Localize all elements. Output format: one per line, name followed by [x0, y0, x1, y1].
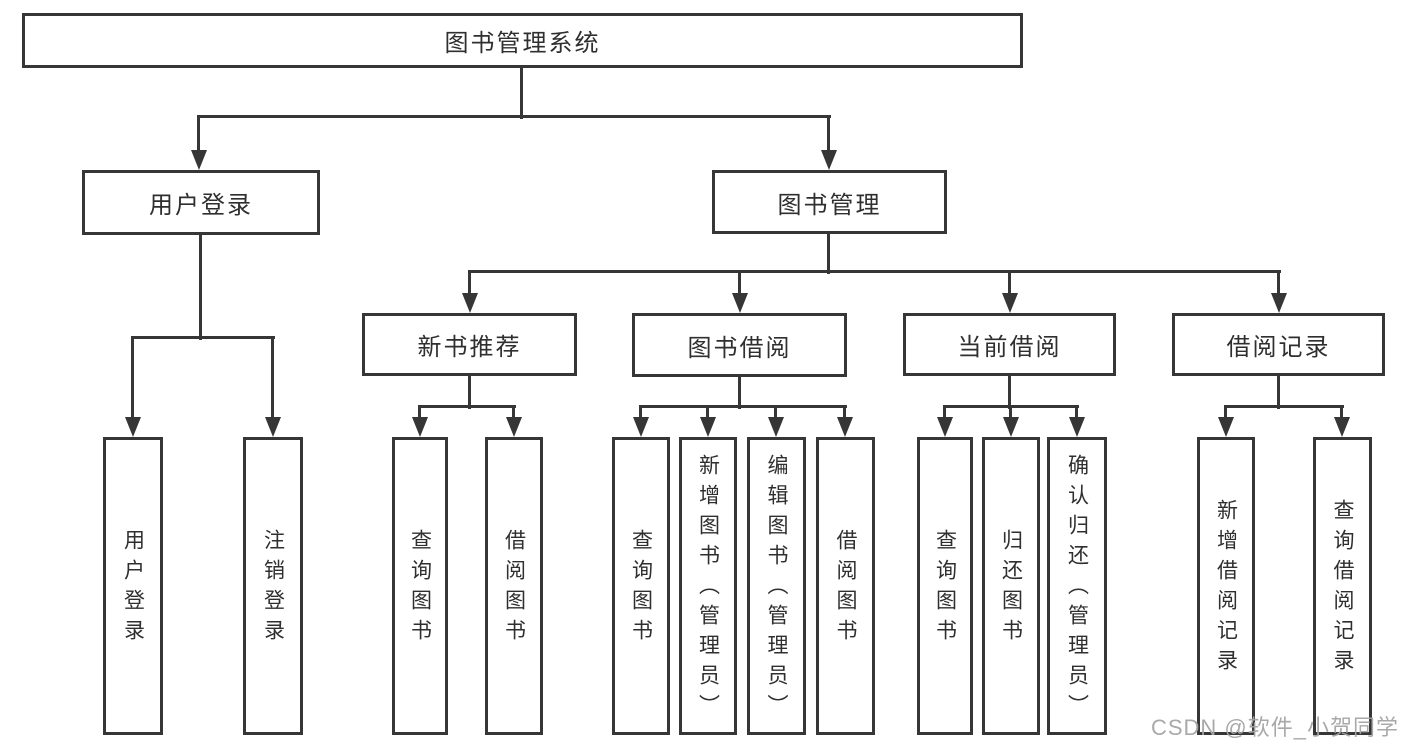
connector-drop: [1340, 405, 1343, 421]
node-borrowing-records: 借阅记录: [1172, 313, 1385, 376]
connector-drop: [197, 115, 200, 154]
node-library-management-system: 图书管理系统: [22, 13, 1023, 68]
connector-hline: [468, 270, 1281, 273]
arrowhead-down: [265, 417, 281, 437]
connector-drop: [706, 405, 709, 421]
arrowhead-down: [700, 417, 716, 437]
connector-hline: [197, 115, 831, 118]
connector-drop: [1009, 405, 1012, 421]
connector-stem: [827, 234, 830, 274]
connector-drop: [468, 270, 471, 297]
node-leaf-return-books: 归还图书: [982, 437, 1040, 735]
arrowhead-down: [125, 417, 141, 437]
arrowhead-down: [768, 417, 784, 437]
arrowhead-down: [1002, 293, 1018, 313]
watermark: CSDN @软件_小贺同学: [1150, 715, 1399, 740]
connector-stem: [468, 376, 471, 409]
connector-stem: [199, 235, 202, 340]
node-leaf-add-books-admin: 新增图书（管理员）: [679, 437, 737, 735]
connector-drop: [1075, 405, 1078, 421]
connector-drop: [512, 405, 515, 421]
connector-hline: [131, 336, 275, 339]
arrowhead-down: [1271, 293, 1287, 313]
node-book-borrowing: 图书借阅: [632, 313, 847, 377]
node-leaf-query-borrow-record: 查询借阅记录: [1313, 437, 1372, 735]
connector-drop: [738, 270, 741, 297]
arrowhead-down: [191, 150, 207, 170]
connector-drop: [271, 336, 274, 421]
connector-stem: [1008, 376, 1011, 409]
connector-hline: [639, 405, 847, 408]
node-leaf-query-books-2: 查询图书: [612, 437, 670, 735]
arrowhead-down: [1069, 417, 1085, 437]
node-leaf-edit-books-admin: 编辑图书（管理员）: [747, 437, 806, 735]
arrowhead-down: [1218, 417, 1234, 437]
arrowhead-down: [732, 293, 748, 313]
connector-drop: [1008, 270, 1011, 297]
node-leaf-logout: 注销登录: [243, 437, 303, 735]
arrowhead-down: [462, 293, 478, 313]
connector-drop: [418, 405, 421, 421]
connector-hline: [418, 405, 516, 408]
connector-drop: [843, 405, 846, 421]
connector-drop: [774, 405, 777, 421]
node-leaf-confirm-return-admin: 确认归还（管理员）: [1047, 437, 1107, 735]
node-leaf-borrow-books-2: 借阅图书: [816, 437, 875, 735]
arrowhead-down: [837, 417, 853, 437]
connector-hline: [1224, 405, 1344, 408]
connector-drop: [1224, 405, 1227, 421]
arrowhead-down: [633, 417, 649, 437]
arrowhead-down: [821, 150, 837, 170]
node-leaf-query-books-3: 查询图书: [917, 437, 973, 735]
node-leaf-query-books-1: 查询图书: [392, 437, 448, 735]
arrowhead-down: [937, 417, 953, 437]
node-leaf-add-borrow-record: 新增借阅记录: [1197, 437, 1255, 735]
node-current-borrowing: 当前借阅: [903, 313, 1116, 376]
node-leaf-borrow-books-1: 借阅图书: [485, 437, 543, 735]
arrowhead-down: [412, 417, 428, 437]
node-book-management-branch: 图书管理: [712, 170, 947, 234]
connector-stem: [738, 377, 741, 409]
node-leaf-user-login: 用户登录: [103, 437, 163, 735]
connector-drop: [131, 336, 134, 421]
connector-drop: [827, 115, 830, 154]
arrowhead-down: [1003, 417, 1019, 437]
connector-drop: [943, 405, 946, 421]
connector-stem: [1277, 376, 1280, 409]
arrowhead-down: [1334, 417, 1350, 437]
connector-drop: [1277, 270, 1280, 297]
node-user-login-branch: 用户登录: [82, 170, 320, 235]
arrowhead-down: [506, 417, 522, 437]
connector-drop: [639, 405, 642, 421]
connector-stem: [520, 68, 523, 119]
node-new-book-recommendation: 新书推荐: [362, 313, 577, 376]
